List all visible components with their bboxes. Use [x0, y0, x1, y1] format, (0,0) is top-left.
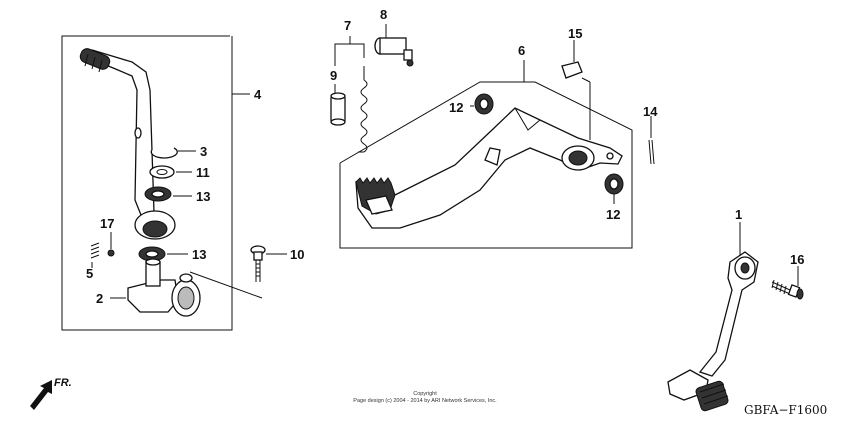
pivot-bolt[interactable] [374, 24, 414, 67]
kick-starter-group: 4 3 11 13 [61, 35, 263, 331]
callout-5[interactable]: 5 [86, 266, 93, 281]
front-direction-arrow: FR. [30, 377, 72, 410]
callout-14[interactable]: 14 [643, 104, 658, 119]
callout-6[interactable]: 6 [518, 43, 525, 58]
direction-label: FR. [54, 377, 72, 389]
circlip[interactable] [150, 147, 196, 159]
callout-13-lower[interactable]: 13 [192, 247, 206, 262]
copyright-line-2: Page design (c) 2004 - 2014 by ARI Netwo… [353, 398, 497, 404]
bolt-16[interactable] [771, 266, 804, 300]
callout-9[interactable]: 9 [330, 68, 337, 83]
callout-7[interactable]: 7 [344, 18, 351, 33]
diagram-code: GBFA−F1600 [744, 403, 827, 417]
brake-pedal[interactable] [355, 107, 623, 229]
callout-2[interactable]: 2 [96, 291, 103, 306]
callout-8[interactable]: 8 [380, 7, 387, 22]
callout-1[interactable]: 1 [735, 207, 742, 222]
spring[interactable] [90, 242, 100, 268]
callout-13-upper[interactable]: 13 [196, 189, 210, 204]
seal-upper[interactable] [144, 186, 192, 202]
copyright-line-1: Copyright [413, 391, 437, 397]
callout-17[interactable]: 17 [100, 216, 114, 231]
gearshift-pedal[interactable] [667, 222, 759, 412]
callout-4[interactable]: 4 [254, 87, 262, 102]
brake-pedal-group: 6 12 12 [339, 43, 633, 249]
seal-lower[interactable] [138, 246, 188, 262]
bushing-lower[interactable] [604, 173, 624, 204]
arrow-icon [30, 380, 52, 410]
callout-12-upper[interactable]: 12 [449, 100, 463, 115]
callout-15[interactable]: 15 [568, 26, 582, 41]
pedal-clip[interactable] [561, 40, 591, 140]
kick-lever-arm[interactable] [78, 47, 176, 240]
callout-11[interactable]: 11 [196, 165, 210, 180]
callout-12-lower[interactable]: 12 [606, 207, 620, 222]
steel-ball[interactable] [107, 232, 115, 257]
spring-sleeve[interactable] [330, 92, 346, 126]
bushing-upper[interactable] [470, 93, 494, 115]
bolt-10[interactable] [250, 245, 287, 282]
cotter-pin[interactable] [648, 116, 655, 165]
kick-boss[interactable] [110, 258, 201, 317]
washer[interactable] [149, 165, 192, 179]
return-spring[interactable] [358, 66, 368, 153]
callout-16[interactable]: 16 [790, 252, 804, 267]
callout-10[interactable]: 10 [290, 247, 304, 262]
callout-3[interactable]: 3 [200, 144, 207, 159]
return-spring-set: 7 9 [330, 18, 368, 153]
